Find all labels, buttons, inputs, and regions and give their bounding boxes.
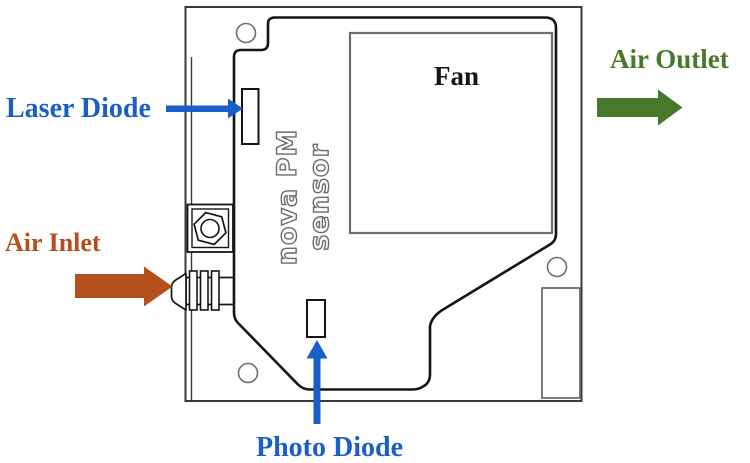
label-fan: Fan <box>434 61 480 91</box>
laser-diode-component <box>241 88 260 145</box>
label-air-outlet: Air Outlet <box>610 44 729 74</box>
label-photo-diode: Photo Diode <box>256 432 403 463</box>
fan-footprint <box>348 31 554 235</box>
nozzle-barb-ring <box>210 270 220 311</box>
label-air-inlet: Air Inlet <box>5 228 101 257</box>
silkscreen-text: nova PM sensor <box>271 128 335 266</box>
nozzle-barb-ring <box>188 270 198 311</box>
laser-diode-arrow <box>166 98 243 119</box>
air-inlet-arrow <box>75 266 173 307</box>
label-laser-diode: Laser Diode <box>6 93 151 124</box>
hex-nut-bore <box>200 218 220 239</box>
photo-diode-arrow <box>306 340 328 424</box>
screw-hole-right <box>546 256 568 278</box>
nozzle-barb-ring <box>199 270 209 311</box>
screw-hole-top-left <box>235 22 257 44</box>
nozzle-tip <box>170 272 187 311</box>
inlet-nozzle <box>170 270 235 311</box>
hex-nut-block <box>186 203 234 253</box>
air-outlet-arrow <box>597 89 683 126</box>
screw-hole-bottom-left <box>237 362 259 384</box>
connector-pad <box>541 287 581 399</box>
photo-diode-component <box>306 299 326 338</box>
